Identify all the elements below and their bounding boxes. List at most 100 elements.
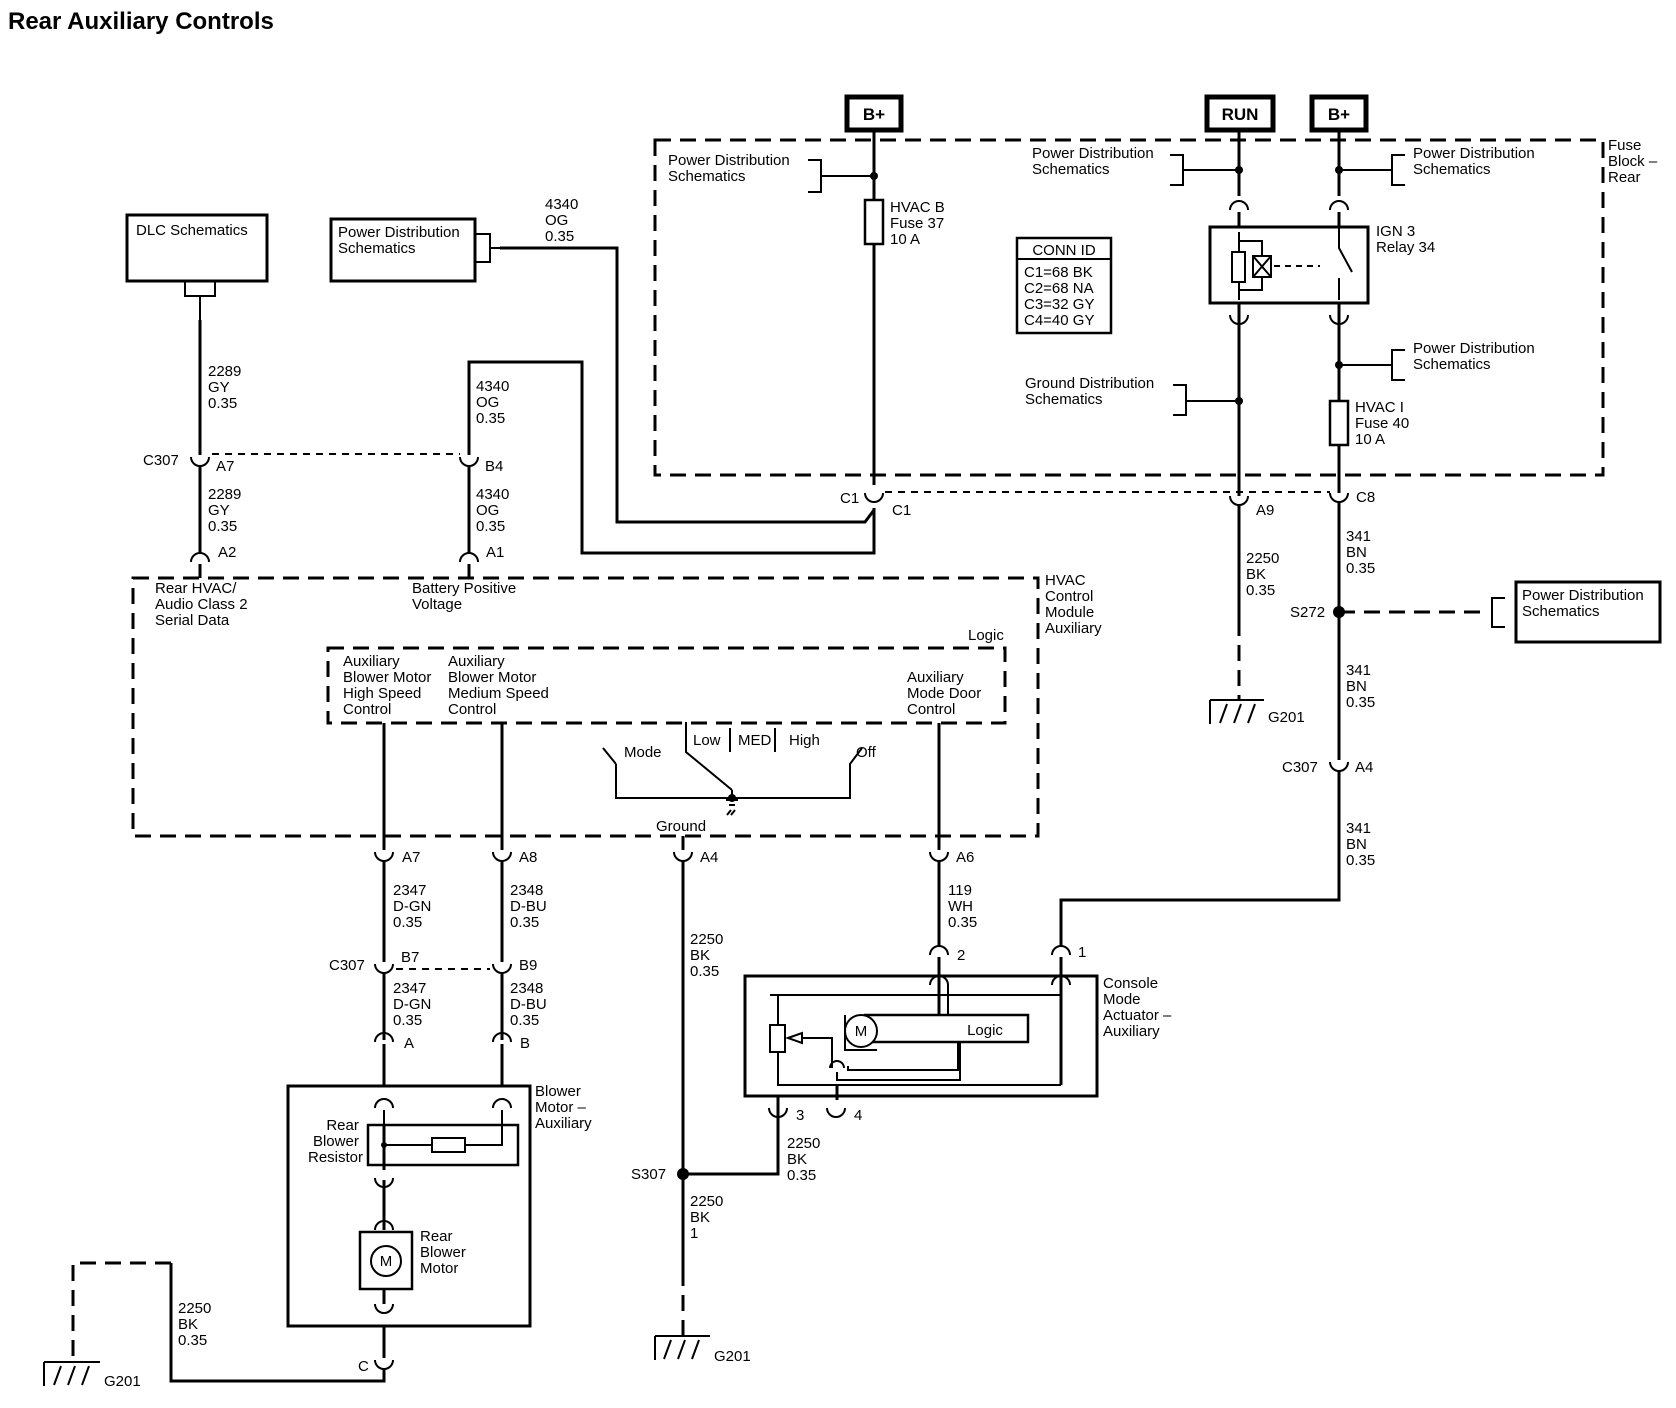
svg-text:Low: Low [693, 732, 721, 749]
fuse-block-label: Fuse Block – Rear [1608, 137, 1661, 186]
actuator-motor: M [844, 1014, 878, 1048]
wire-2347-b: 2347 D-GN 0.35 [393, 980, 436, 1029]
pds-ref-c: Power Distribution Schematics [1413, 145, 1539, 178]
conn-id-table: CONN ID C1=68 BK C2=68 NA C3=32 GY C4=40… [1015, 236, 1113, 335]
conn-b4: B4 [485, 458, 503, 475]
conn-b7: B7 [401, 949, 419, 966]
high-speed-control: Auxiliary Blower Motor High Speed Contro… [343, 653, 436, 718]
gds-ref: Ground Distribution Schematics [1025, 375, 1158, 408]
conn-c307-b: C307 [329, 957, 365, 974]
conn-a1: A1 [486, 544, 504, 561]
wire-2250-actuator: 2250 BK 0.35 [787, 1135, 825, 1184]
hvac-module-label: HVAC Control Module Auxiliary [1045, 572, 1102, 637]
wire-341-c: 341 BN 0.35 [1346, 820, 1375, 869]
bplus-source-1: B+ [844, 94, 904, 133]
conn-a4-right: A4 [1355, 759, 1373, 776]
conn-c307-top: C307 [143, 452, 179, 469]
conn-act-3: 3 [796, 1107, 804, 1124]
hvac-control-module [131, 576, 1040, 838]
blower-mode-switch: Mode Low MED High Off [602, 722, 877, 816]
svg-text:Power Distribution Schem: Power Distribution Schematics [1522, 587, 1648, 620]
svg-text:High: High [789, 732, 820, 749]
svg-text:DLC Schematics: DLC Schematics [136, 222, 248, 239]
fuse-37 [863, 198, 885, 246]
conn-m-a7: A7 [402, 849, 420, 866]
medium-speed-control: Auxiliary Blower Motor Medium Speed Cont… [448, 653, 553, 718]
wire-341-a: 341 BN 0.35 [1346, 528, 1375, 577]
conn-a2: A2 [218, 544, 236, 561]
resistor-label: Rear Blower Resistor [308, 1117, 363, 1166]
conn-act-1: 1 [1078, 944, 1086, 961]
page-title: Rear Auxiliary Controls [8, 8, 274, 35]
module-logic-block [326, 646, 1007, 725]
blower-motor-sub-label: Rear Blower Motor [420, 1228, 470, 1277]
serial-data-label: Rear HVAC/ Audio Class 2 Serial Data [155, 580, 252, 629]
conn-c1-right: C1 [892, 502, 911, 519]
svg-text:Off: Off [856, 744, 877, 761]
svg-text:Mode: Mode [624, 744, 662, 761]
console-mode-actuator [743, 974, 1099, 1098]
splice-s307-label: S307 [631, 1166, 666, 1183]
svg-text:RUN: RUN [1222, 105, 1259, 124]
svg-text:B+: B+ [1328, 105, 1350, 124]
conn-m-a4: A4 [700, 849, 718, 866]
pds-ref-b: Power Distribution Schematics [1032, 145, 1158, 178]
pds-ref-left: Power Distribution Schematics [329, 217, 500, 283]
svg-text:CONN ID: CONN ID [1032, 242, 1096, 259]
relay-label: IGN 3 Relay 34 [1376, 223, 1435, 256]
blower-motor-label: Blower Motor – Auxiliary [535, 1083, 592, 1132]
svg-text:C3=32 GY: C3=32 GY [1024, 296, 1094, 313]
conn-a9: A9 [1256, 502, 1274, 519]
conn-b9: B9 [519, 957, 537, 974]
svg-text:G201: G201 [104, 1373, 141, 1390]
wire-2289-top: 2289 GY 0.35 [208, 363, 246, 412]
ign3-relay [1208, 225, 1370, 305]
wire-2250-left: 2250 BK 0.35 [178, 1300, 216, 1349]
actuator-logic: Logic [967, 1022, 1003, 1039]
conn-act-2: 2 [957, 947, 965, 964]
conn-c8: C8 [1356, 489, 1375, 506]
conn-c307-a4: C307 [1282, 759, 1318, 776]
conn-c-bottom: C [358, 1358, 369, 1375]
module-logic-label: Logic [968, 627, 1004, 644]
wire-2348-a: 2348 D-BU 0.35 [510, 882, 551, 931]
conn-m-a8: A8 [519, 849, 537, 866]
bplus-source-2: B+ [1309, 94, 1369, 133]
svg-text:C4=40 GY: C4=40 GY [1024, 312, 1094, 329]
svg-text:M: M [855, 1023, 868, 1040]
wire-2289-bot: 2289 GY 0.35 [208, 486, 246, 535]
wire-2347-a: 2347 D-GN 0.35 [393, 882, 436, 931]
fuse-block-rear [653, 138, 1605, 477]
run-source: RUN [1204, 94, 1276, 133]
wire-2250-a9: 2250 BK 0.35 [1246, 550, 1284, 599]
wire-119: 119 WH 0.35 [948, 882, 977, 931]
svg-text:C2=68 NA: C2=68 NA [1024, 280, 1094, 297]
svg-text:Power Distribution Schem: Power Distribution Schematics [338, 224, 464, 257]
pds-ref-right: Power Distribution Schematics [1514, 580, 1662, 644]
battery-voltage-label: Battery Positive Voltage [412, 580, 520, 613]
actuator-label: Console Mode Actuator – Auxiliary [1103, 975, 1176, 1040]
fuse-37-label: HVAC B Fuse 37 10 A [890, 199, 949, 248]
svg-text:M: M [380, 1253, 393, 1270]
wire-4340-mid: 4340 OG 0.35 [476, 378, 514, 427]
conn-bl-a: A [404, 1035, 414, 1052]
svg-text:MED: MED [738, 732, 772, 749]
conn-m-a6: A6 [956, 849, 974, 866]
mode-door-control: Auxiliary Mode Door Control [907, 669, 985, 718]
conn-act-4: 4 [854, 1107, 862, 1124]
module-ground-label: Ground [656, 818, 706, 835]
conn-a7-top: A7 [216, 458, 234, 475]
conn-bl-b: B [520, 1035, 530, 1052]
splice-s272-label: S272 [1290, 604, 1325, 621]
ground-g201-left: G201 [43, 1361, 141, 1390]
pds-ref-d: Power Distribution Schematics [1413, 340, 1539, 373]
ground-g201-center: G201 [654, 1335, 751, 1365]
fuse-40 [1328, 399, 1350, 447]
dlc-schematics-ref: DLC Schematics [125, 213, 269, 320]
svg-text:B+: B+ [863, 105, 885, 124]
conn-c1-left: C1 [840, 490, 859, 507]
svg-text:G201: G201 [714, 1348, 751, 1365]
pds-ref-a: Power Distribution Schematics [668, 152, 794, 185]
svg-text:G201: G201 [1268, 709, 1305, 726]
